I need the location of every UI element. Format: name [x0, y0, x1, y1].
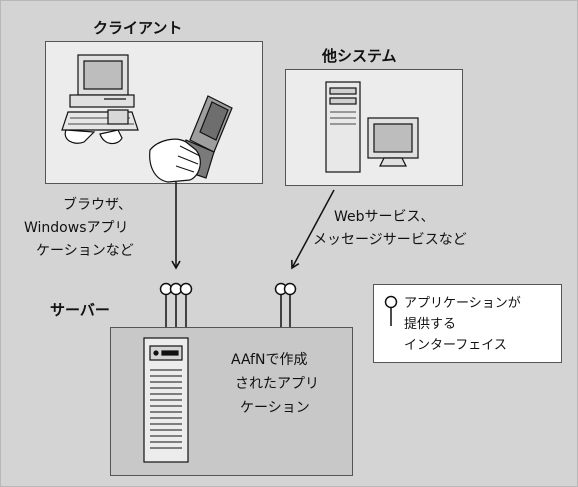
server-caption-line-2: されたアプリ [235, 376, 319, 392]
server-caption-line-1: AAfNで作成 [231, 352, 308, 368]
other-system-to-server-arrow [290, 189, 335, 270]
client-interface-connectors [159, 282, 193, 327]
interface-connector-icon [179, 282, 193, 296]
legend-line-3: インターフェイス [404, 338, 507, 353]
client-caption-line-3: ケーションなど [36, 243, 134, 259]
other-system-title: 他システム [322, 47, 397, 65]
client-title: クライアント [93, 19, 183, 37]
desktop-pc-icon [61, 54, 139, 145]
legend-line-2: 提供する [404, 317, 457, 332]
client-caption-line-1: ブラウザ、 [63, 197, 132, 213]
client-caption-line-2: Windowsアプリ [24, 220, 129, 236]
interface-connector-icon [283, 282, 297, 296]
handheld-device-icon [149, 95, 233, 183]
other-system-interface-connectors [274, 282, 297, 327]
other-system-caption-line-2: メッセージサービスなど [313, 232, 467, 248]
legend-interface-symbol [384, 295, 398, 326]
server-tower-icon [143, 337, 189, 463]
legend-panel [373, 284, 562, 363]
other-system-caption-line-1: Webサービス、 [334, 209, 435, 225]
tower-server-pc-icon [325, 81, 419, 173]
server-title: サーバー [50, 301, 110, 319]
interface-connector-icon [384, 295, 398, 309]
server-caption-line-3: ケーション [240, 400, 310, 416]
legend-line-1: アプリケーションが [404, 296, 521, 311]
